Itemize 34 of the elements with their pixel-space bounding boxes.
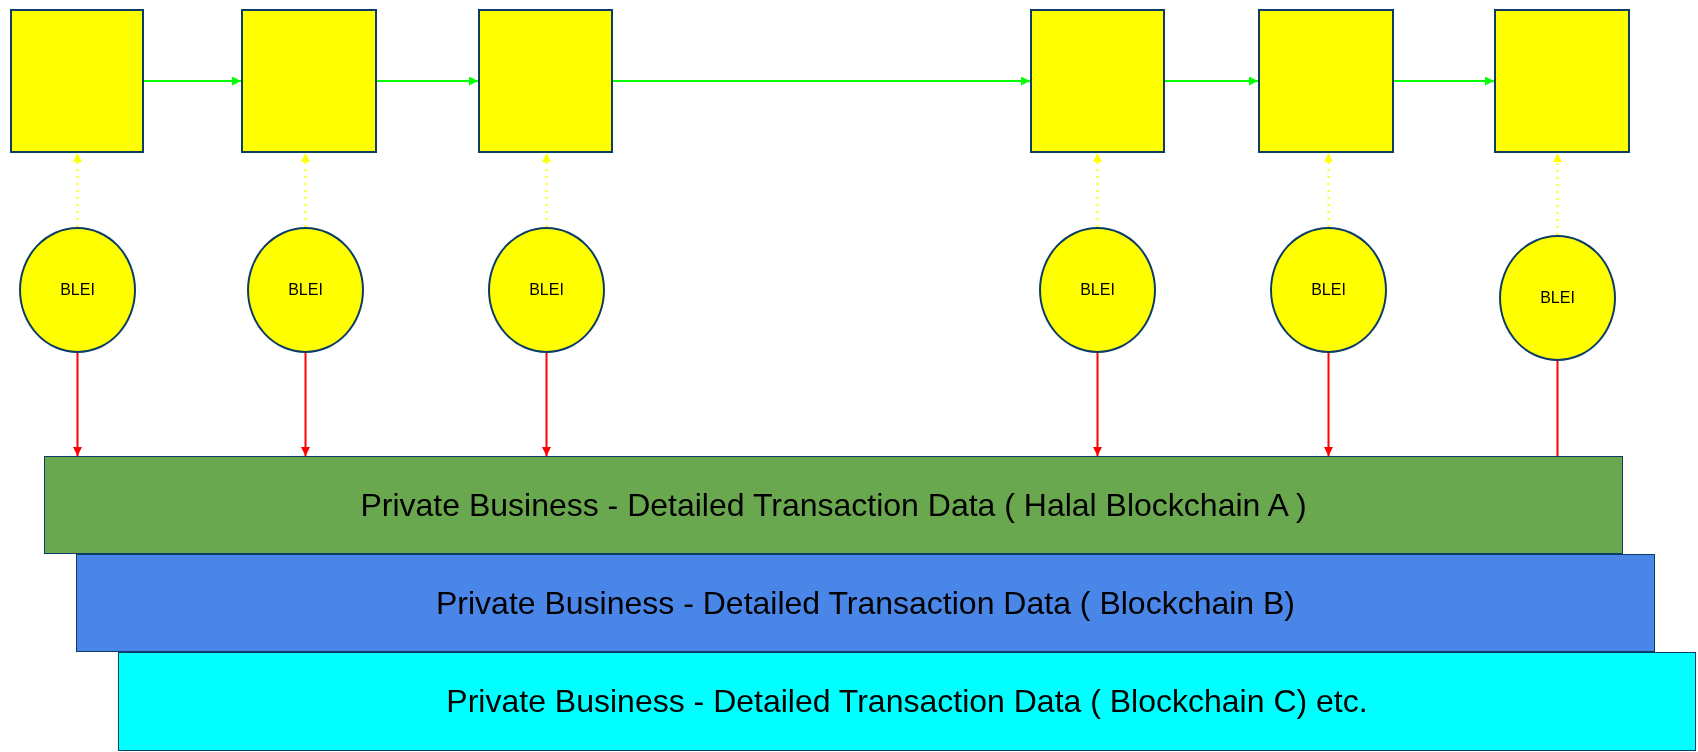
layer-band xyxy=(118,652,1696,751)
node-label: BLEI xyxy=(529,281,564,299)
band-label: Private Business - Detailed Transaction Data ( Blockchain B) xyxy=(435,584,1295,622)
node-label: BLEI xyxy=(1080,281,1115,299)
block-box xyxy=(241,9,377,153)
block-box xyxy=(478,9,613,153)
arrow xyxy=(612,76,1031,86)
arrow xyxy=(1093,352,1102,457)
arrow xyxy=(301,352,310,457)
arrow xyxy=(1553,152,1562,236)
node-label: BLEI xyxy=(1540,289,1575,307)
arrow xyxy=(143,76,242,86)
arrow xyxy=(301,152,310,228)
block-box xyxy=(1494,9,1630,153)
node-label: BLEI xyxy=(1311,281,1346,299)
layer-band xyxy=(76,554,1655,652)
node-label: BLEI xyxy=(60,281,95,299)
band-label: Private Business - Detailed Transaction Data ( Blockchain C) etc. xyxy=(446,683,1368,720)
band-label: Private Business - Detailed Transaction Data ( Halal Blockchain A ) xyxy=(360,486,1307,524)
arrow xyxy=(1324,152,1333,228)
arrow xyxy=(1164,76,1259,86)
block-box xyxy=(1030,9,1165,153)
arrow xyxy=(73,352,82,457)
arrow xyxy=(542,352,551,457)
layer-band xyxy=(44,456,1623,554)
block-box xyxy=(10,9,144,153)
arrow xyxy=(1324,352,1333,457)
arrow xyxy=(73,152,82,228)
arrow xyxy=(542,152,551,228)
arrow xyxy=(376,76,479,86)
node-label: BLEI xyxy=(288,281,323,299)
arrow xyxy=(1093,152,1102,228)
block-box xyxy=(1258,9,1394,153)
arrow xyxy=(1393,76,1495,86)
